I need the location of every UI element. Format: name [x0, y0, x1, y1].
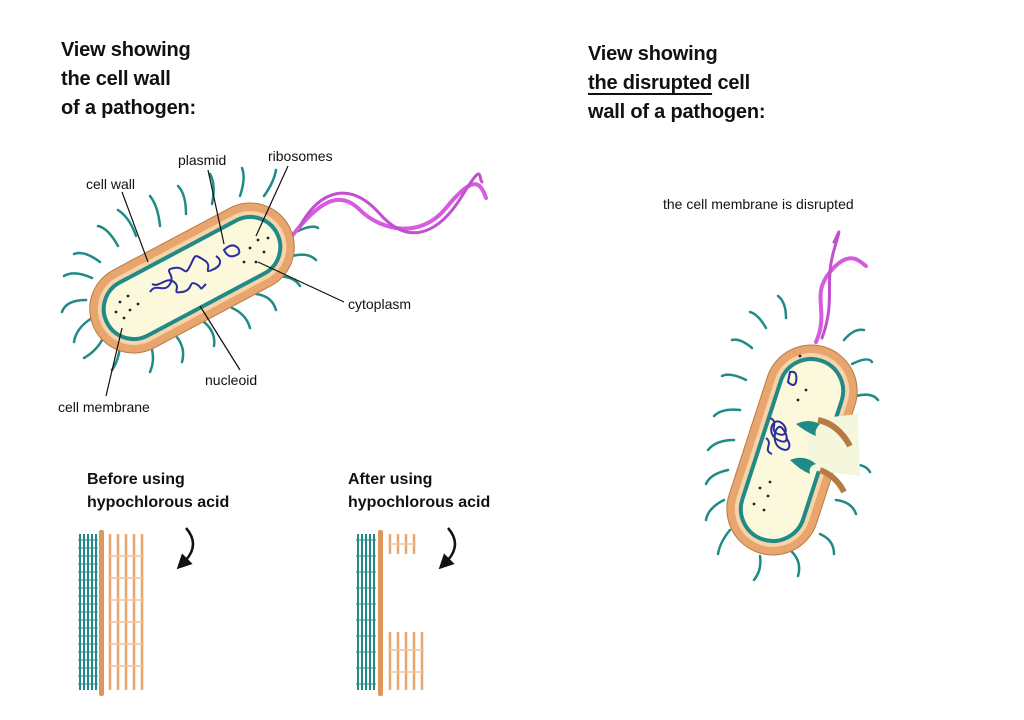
left-pili: [60, 166, 320, 374]
right-title: View showing the disrupted cell wall of …: [588, 40, 766, 127]
left-bacterium: [60, 165, 488, 397]
right-title-underlined: the disrupted: [588, 72, 713, 94]
after-peptidoglycan-bottom: [388, 632, 424, 690]
label-ribosomes: ribosomes: [268, 148, 333, 164]
left-title-line-3: of a pathogen:: [61, 97, 196, 119]
right-flagellum: [814, 230, 868, 344]
after-crosslinks: [388, 543, 424, 673]
before-title: Before using hypochlorous acid: [87, 468, 229, 514]
caption-membrane-disrupted: the cell membrane is disrupted: [663, 196, 854, 212]
label-cell-membrane: cell membrane: [58, 399, 150, 415]
before-membrane: [78, 527, 195, 696]
before-peptidoglycan: [108, 534, 144, 690]
right-title-line-2: the disrupted cell: [588, 69, 765, 98]
after-wall-strip: [378, 530, 383, 696]
after-title-line-2: hypochlorous acid: [348, 494, 491, 511]
label-plasmid: plasmid: [178, 152, 227, 168]
right-plasmid: [786, 370, 798, 386]
left-flagellum: [290, 172, 488, 238]
left-title-line-2: the cell wall: [61, 68, 171, 90]
right-disruption-gap: [806, 414, 860, 476]
before-lipid-tails: [78, 539, 98, 685]
before-title-line-1: Before using: [87, 471, 185, 488]
left-plasmid: [222, 244, 241, 258]
label-cytoplasm: cytoplasm: [348, 296, 412, 312]
right-title-line-3: wall of a pathogen:: [588, 101, 766, 123]
left-title: View showing the cell wall of a pathogen…: [61, 36, 196, 123]
left-leader-lines: [105, 165, 345, 397]
label-nucleoid: nucleoid: [205, 372, 258, 388]
right-pili: [704, 294, 880, 582]
right-ribosomes: [752, 354, 808, 512]
right-bacterium: [704, 230, 880, 582]
after-title: After using hypochlorous acid: [348, 468, 490, 514]
right-nucleoid-dna: [765, 417, 791, 455]
right-title-line-2-rest: cell: [717, 72, 750, 94]
before-title-line-2: hypochlorous acid: [87, 494, 230, 511]
after-lipid-heads: [357, 534, 375, 690]
before-wall-strip: [99, 530, 104, 696]
left-ribosomes: [114, 236, 270, 320]
before-crosslinks: [108, 555, 144, 667]
after-arrow: [438, 527, 457, 570]
after-membrane: [356, 527, 457, 696]
after-title-line-1: After using: [348, 471, 433, 488]
label-cell-wall: cell wall: [86, 176, 136, 192]
left-nucleoid-dna: [149, 255, 222, 294]
right-title-line-1: View showing: [588, 43, 718, 65]
before-arrow: [176, 527, 195, 570]
left-title-line-1: View showing: [61, 39, 191, 61]
after-lipid-tails: [356, 539, 376, 685]
right-torn-membrane: [790, 421, 820, 474]
